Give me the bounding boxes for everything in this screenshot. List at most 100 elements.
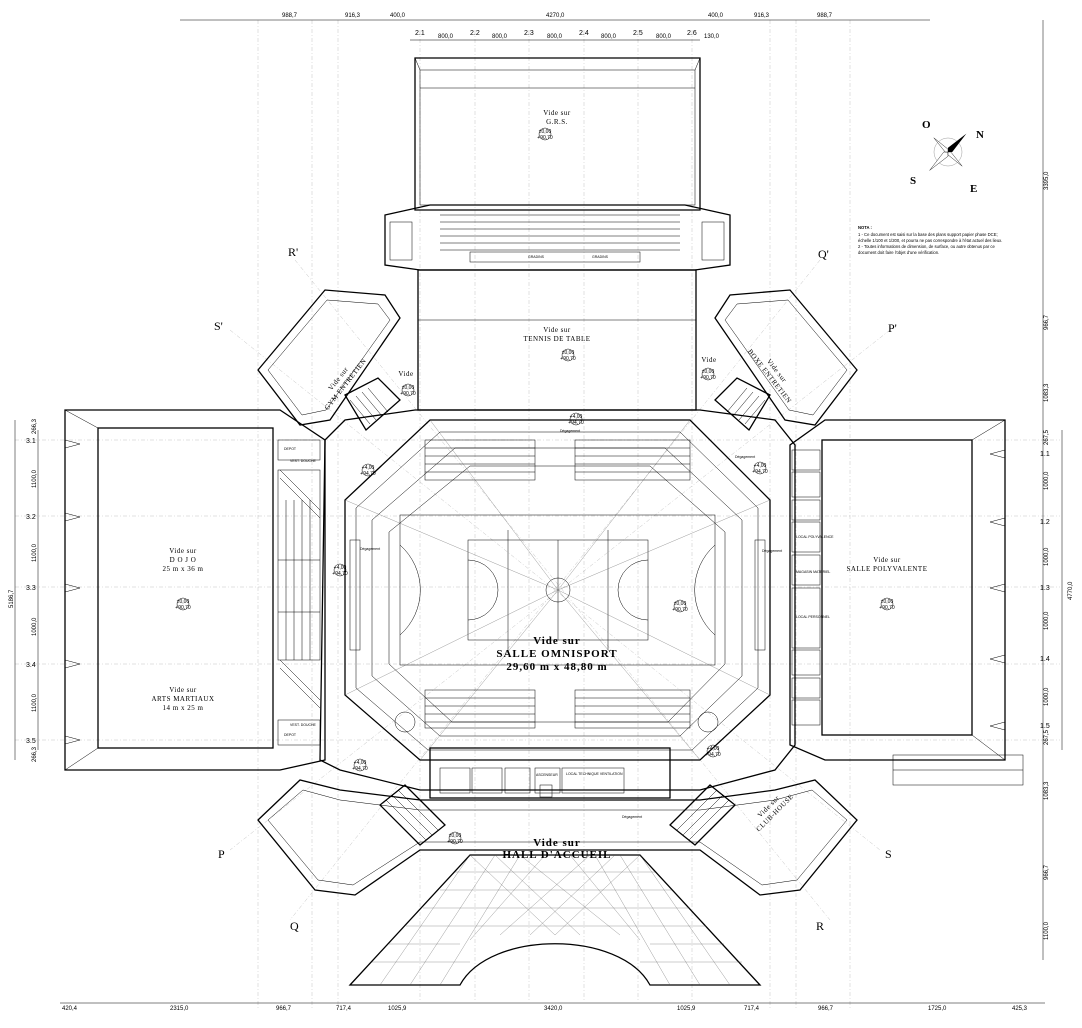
- svg-text:Vide sur: Vide sur: [169, 686, 197, 694]
- svg-text:Dégagement: Dégagement: [360, 547, 380, 551]
- svg-text:14 m x 25 m: 14 m x 25 m: [163, 704, 204, 712]
- svg-text:Vide: Vide: [398, 370, 413, 378]
- svg-text:916,3: 916,3: [754, 13, 770, 19]
- technical-block: [429, 747, 671, 799]
- svg-text:2.6: 2.6: [687, 30, 697, 37]
- svg-text:Vide sur: Vide sur: [533, 635, 581, 647]
- diagonal-axes: R' Q' S' P' P S Q R: [214, 245, 897, 933]
- svg-text:988,7: 988,7: [817, 13, 833, 19]
- svg-text:2 - Toutes informations de dim: 2 - Toutes informations de dimension, de…: [858, 244, 995, 249]
- svg-text:SALLE OMNISPORT: SALLE OMNISPORT: [496, 648, 617, 660]
- svg-text:425,3: 425,3: [1012, 1006, 1028, 1012]
- svg-text:1 - Ce document est saisi sur: 1 - Ce document est saisi sur la base de…: [858, 232, 998, 237]
- svg-text:±0,00: ±0,00: [539, 129, 552, 135]
- svg-text:800,0: 800,0: [547, 34, 563, 40]
- svg-text:±0,00: ±0,00: [702, 369, 715, 375]
- level-markers: +4,00 +94,70 +4,00 +94,70 +4,00 +94,70 +…: [332, 412, 768, 772]
- svg-text:D O J O: D O J O: [170, 556, 197, 564]
- magasin-label: MAGASIN MATERIEL: [796, 570, 830, 574]
- local-perso-label: LOCAL PERSONNEL: [796, 615, 830, 619]
- svg-text:R': R': [288, 245, 298, 259]
- svg-text:800,0: 800,0: [438, 34, 454, 40]
- compass-n: N: [976, 129, 985, 141]
- grs-bleachers: [440, 214, 680, 263]
- hall-wing: [257, 779, 858, 896]
- svg-text:S: S: [885, 847, 892, 861]
- depot-label-top: DEPOT: [284, 447, 297, 451]
- svg-text:±0,00: ±0,00: [881, 599, 894, 605]
- svg-text:S': S': [214, 319, 223, 333]
- svg-text:1.5: 1.5: [1040, 723, 1050, 730]
- svg-text:3.5: 3.5: [26, 738, 36, 745]
- svg-text:267,5: 267,5: [1044, 729, 1050, 745]
- svg-text:966,7: 966,7: [818, 1006, 834, 1012]
- svg-text:Q': Q': [818, 247, 829, 261]
- left-dimensions: 266,3 1100,0 1100,0 1000,0 1100,0 266,3 …: [9, 418, 38, 762]
- svg-text:800,0: 800,0: [492, 34, 508, 40]
- svg-text:+90,70: +90,70: [700, 375, 716, 381]
- svg-text:1000,0: 1000,0: [1044, 471, 1050, 490]
- svg-text:1083,3: 1083,3: [1044, 383, 1050, 402]
- svg-text:±0,00: ±0,00: [449, 833, 462, 839]
- svg-text:HALL D'ACCUEIL: HALL D'ACCUEIL: [502, 849, 611, 861]
- svg-text:Q: Q: [290, 919, 299, 933]
- svg-text:266,3: 266,3: [32, 746, 38, 762]
- room-boxe: Vide sur BOXE ENTRETIEN: [746, 348, 793, 405]
- svg-text:±0,00: ±0,00: [402, 385, 415, 391]
- right-axes: 1.1 1.2 1.3 1.4 1.5: [1040, 451, 1050, 730]
- compass-o: O: [922, 119, 932, 131]
- svg-text:SALLE POLYVALENTE: SALLE POLYVALENTE: [847, 565, 928, 573]
- svg-text:±0,00: ±0,00: [674, 601, 687, 607]
- svg-text:3420,0: 3420,0: [544, 1006, 563, 1012]
- svg-text:1.3: 1.3: [1040, 585, 1050, 592]
- svg-text:+90,70: +90,70: [400, 391, 416, 397]
- svg-text:+94,70: +94,70: [352, 766, 368, 772]
- svg-text:+90,70: +90,70: [537, 135, 553, 141]
- dojo-wing: [64, 409, 326, 771]
- svg-text:+90,70: +90,70: [560, 356, 576, 362]
- svg-text:P': P': [888, 321, 897, 335]
- svg-text:échelle 1/100 et 1/200, et pou: échelle 1/100 et 1/200, et pourra ne pas…: [858, 238, 1002, 243]
- vest-label-bottom: VEST. DOUCHE: [290, 723, 317, 727]
- svg-text:966,7: 966,7: [276, 1006, 292, 1012]
- svg-text:1100,0: 1100,0: [1044, 921, 1050, 940]
- svg-text:966,7: 966,7: [1044, 314, 1050, 330]
- svg-text:1725,0: 1725,0: [928, 1006, 947, 1012]
- svg-text:Dégagement: Dégagement: [560, 429, 580, 433]
- svg-text:4770,0: 4770,0: [1068, 581, 1074, 600]
- svg-text:2.4: 2.4: [579, 30, 589, 37]
- svg-text:1000,0: 1000,0: [1044, 611, 1050, 630]
- compass-rose: N E S O: [910, 119, 985, 195]
- svg-text:1083,3: 1083,3: [1044, 781, 1050, 800]
- hall-canopy: [348, 854, 762, 986]
- svg-text:988,7: 988,7: [282, 13, 298, 19]
- svg-text:Vide: Vide: [701, 356, 716, 364]
- svg-text:Vide sur: Vide sur: [169, 547, 197, 555]
- svg-text:1.2: 1.2: [1040, 519, 1050, 526]
- svg-text:5186,7: 5186,7: [9, 589, 15, 608]
- svg-text:3.2: 3.2: [26, 514, 36, 521]
- svg-text:1100,0: 1100,0: [32, 543, 38, 562]
- svg-text:130,0: 130,0: [704, 34, 720, 40]
- svg-text:ARTS MARTIAUX: ARTS MARTIAUX: [151, 695, 214, 703]
- svg-text:1025,9: 1025,9: [388, 1006, 407, 1012]
- room-polyvalente: Vide sur SALLE POLYVALENTE ±0,00 +90,70: [847, 556, 928, 611]
- svg-text:NOTA :: NOTA :: [858, 225, 872, 230]
- svg-text:Vide sur: Vide sur: [873, 556, 901, 564]
- svg-text:1025,9: 1025,9: [677, 1006, 696, 1012]
- svg-text:Vide sur: Vide sur: [543, 109, 571, 117]
- room-grs: Vide sur G.R.S. ±0,00 +90,70: [537, 109, 571, 141]
- svg-text:Vide sur: Vide sur: [543, 326, 571, 334]
- local-poly-label: LOCAL POLYVALENCE: [796, 535, 834, 539]
- svg-text:3.1: 3.1: [26, 438, 36, 445]
- svg-text:1000,0: 1000,0: [1044, 687, 1050, 706]
- svg-text:966,7: 966,7: [1044, 864, 1050, 880]
- svg-text:2315,0: 2315,0: [170, 1006, 189, 1012]
- svg-text:P: P: [218, 847, 225, 861]
- svg-text:717,4: 717,4: [336, 1006, 352, 1012]
- local-tech-label: LOCAL TECHNIQUE VENTILATION: [566, 772, 623, 776]
- svg-text:1000,0: 1000,0: [32, 617, 38, 636]
- svg-text:3.3: 3.3: [26, 585, 36, 592]
- dimension-lines: [14, 19, 1063, 1004]
